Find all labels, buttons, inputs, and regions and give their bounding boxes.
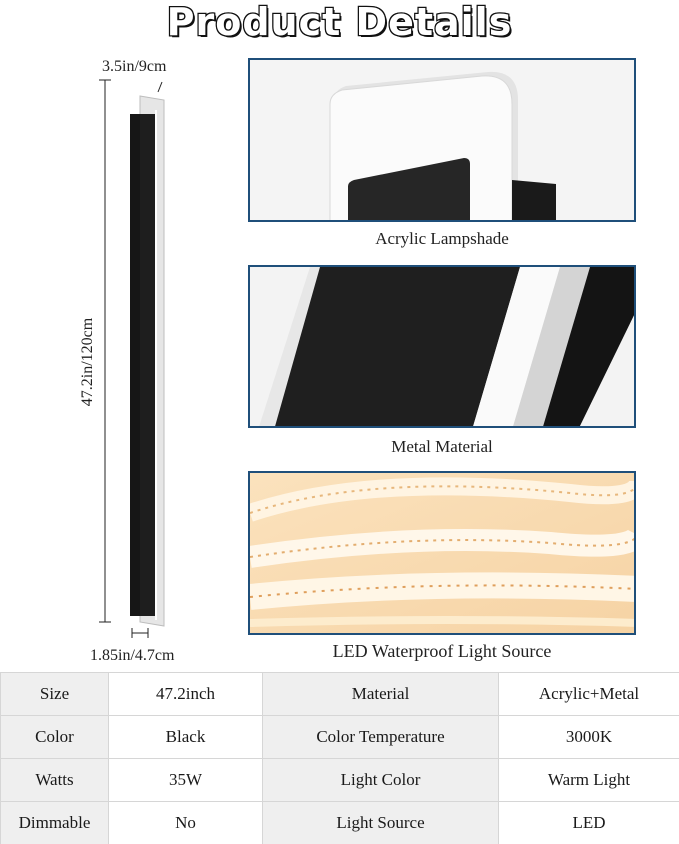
table-row: Color Black Color Temperature 3000K xyxy=(0,715,679,759)
feature-caption-metal: Metal Material xyxy=(391,437,493,456)
spec-key: Light Color xyxy=(262,758,499,802)
feature-caption-led: LED Waterproof Light Source xyxy=(332,641,552,661)
spec-key: Color xyxy=(0,715,109,759)
spec-value: 35W xyxy=(108,758,263,802)
spec-key: Color Temperature xyxy=(262,715,499,759)
depth-dimension-label: 1.85in/4.7cm xyxy=(90,647,175,664)
spec-key: Size xyxy=(0,672,109,716)
led-light-source-photo xyxy=(248,471,636,635)
width-dimension-label: 3.5in/9cm xyxy=(102,58,167,75)
metal-material-photo xyxy=(248,265,636,428)
spec-value: 47.2inch xyxy=(108,672,263,716)
spec-value: LED xyxy=(498,801,679,844)
spec-value: Warm Light xyxy=(498,758,679,802)
table-row: Size 47.2inch Material Acrylic+Metal xyxy=(0,672,679,716)
spec-key: Dimmable xyxy=(0,801,109,844)
spec-value: No xyxy=(108,801,263,844)
page-title: Product Details xyxy=(165,0,513,45)
spec-key: Material xyxy=(262,672,499,716)
spec-table: Size 47.2inch Material Acrylic+Metal Col… xyxy=(0,672,679,844)
table-row: Watts 35W Light Color Warm Light xyxy=(0,758,679,802)
height-dimension-label: 47.2in/120cm xyxy=(79,317,96,407)
table-row: Dimmable No Light Source LED xyxy=(0,801,679,844)
acrylic-lampshade-photo xyxy=(248,58,636,222)
spec-value: 3000K xyxy=(498,715,679,759)
spec-key: Watts xyxy=(0,758,109,802)
feature-caption-acrylic: Acrylic Lampshade xyxy=(375,229,509,248)
spec-value: Black xyxy=(108,715,263,759)
spec-key: Light Source xyxy=(262,801,499,844)
lamp-dimension-drawing xyxy=(99,79,165,638)
spec-value: Acrylic+Metal xyxy=(498,672,679,716)
